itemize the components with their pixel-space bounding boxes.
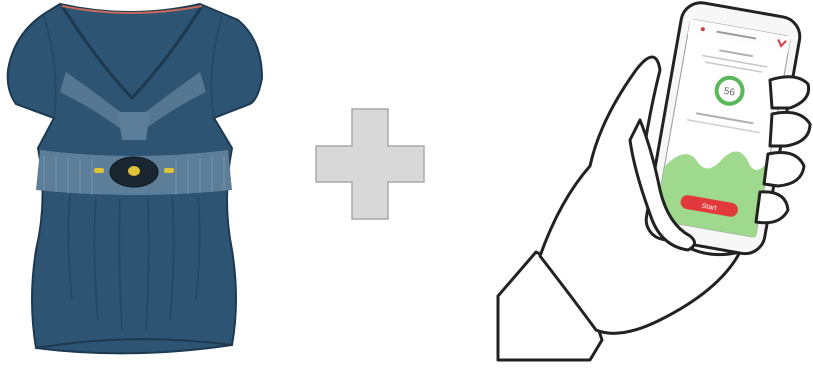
progress-ring-value: 56	[723, 86, 736, 99]
thumb	[628, 118, 696, 252]
finger-4	[754, 190, 790, 225]
progress-ring	[714, 75, 745, 106]
finger-1	[768, 75, 811, 110]
garment-chest-band-left	[60, 72, 128, 130]
activity-chart	[655, 151, 770, 238]
hand-fingers	[628, 75, 812, 252]
garment-electrode-right	[164, 168, 174, 173]
plus-icon	[315, 108, 425, 220]
garment-electrode-left	[94, 168, 104, 173]
app-start-button[interactable]	[679, 194, 739, 218]
finger-2	[768, 110, 812, 148]
finger-3	[762, 151, 806, 188]
garment-neckline	[60, 5, 204, 101]
app-start-button-label: Start	[701, 203, 717, 212]
garment-chest-band-right	[138, 72, 206, 130]
smart-top-garment	[6, 2, 264, 355]
